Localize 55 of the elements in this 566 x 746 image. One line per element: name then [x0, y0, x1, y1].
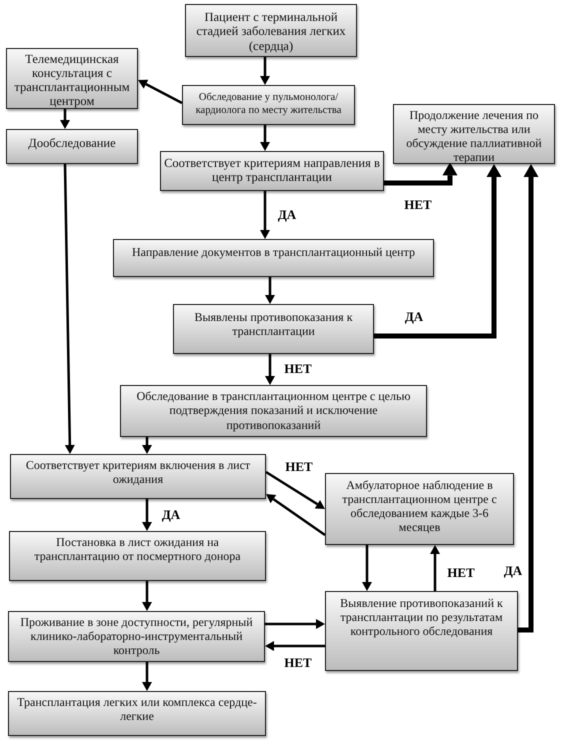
process-box: [173, 304, 374, 354]
box-text: Трансплантация легких или комплекса сердце-легкие: [16, 695, 258, 723]
arrow: [60, 109, 70, 129]
arrow: [260, 57, 270, 85]
process-box: [8, 691, 266, 736]
arrow: [142, 581, 152, 611]
arrow: [142, 662, 152, 691]
edge-label: ДА: [404, 310, 424, 324]
arrow: [265, 619, 325, 629]
arrow: [266, 494, 326, 536]
box-text: Амбулаторное наблюдение в трансплантационном центре с обследованием каждые 3-6 месяцев: [341, 478, 498, 534]
process-box: [393, 104, 555, 164]
arrow: [430, 545, 440, 591]
box-text: Проживание в зоне доступности, регулярный клинико-лабораторно-инструментальный контроль: [19, 615, 254, 657]
arrow: [260, 191, 270, 239]
arrow: [265, 641, 325, 651]
arrow: [265, 470, 325, 509]
edge-label: ДА: [160, 508, 182, 522]
arrow: [384, 162, 458, 186]
box-text: Постановка в лист ожидания на трансплантацию от посмертного донора: [33, 535, 242, 564]
process-box: [6, 48, 138, 109]
box-text: Соответствует критериям включения в лист ожидания: [24, 458, 252, 487]
arrow: [518, 164, 538, 632]
box-text: Телемедицинская консультация с трансплантационным центром: [13, 52, 131, 108]
edge-label: ДА: [276, 208, 298, 222]
arrow: [142, 437, 152, 454]
arrow: [362, 545, 372, 591]
box-text: Обследование в трансплантационном центре с целью подтверждения показаний и исключение противопоказаний: [136, 389, 412, 432]
process-box: [325, 473, 514, 545]
box-text: Продолжение лечения по месту жительства или обсуждение паллиативной терапии: [405, 108, 543, 164]
process-box: [120, 385, 427, 437]
process-box: [8, 611, 265, 662]
box-text: Выявлены противопоказания к трансплантации: [193, 310, 354, 338]
edge-label: ДА: [502, 564, 524, 578]
box-text: Соответствует критериям направления в центр трансплантации: [164, 156, 380, 185]
process-box: [185, 4, 357, 57]
process-box: [113, 239, 434, 277]
process-box: [182, 85, 355, 125]
arrow: [64, 164, 75, 454]
process-box: [325, 591, 518, 671]
arrow: [138, 80, 183, 104]
box-text: Выявление противопоказаний к трансплантации по результатам контрольного обследования: [339, 596, 504, 638]
process-box: [9, 531, 266, 581]
arrow: [265, 354, 275, 385]
box-text: Направление документов в трансплантационный центр: [132, 245, 415, 259]
box-text: Дообследование: [28, 136, 116, 150]
process-box: [6, 129, 138, 164]
process-box: [160, 151, 384, 191]
process-box: [10, 454, 266, 499]
arrow: [142, 499, 152, 531]
arrow: [265, 277, 275, 304]
arrow: [260, 125, 270, 151]
box-text: Пациент с терминальной стадией заболевания легких (сердца): [195, 10, 347, 53]
arrow: [374, 164, 502, 338]
box-text: Обследование у пульмонолога/кардиолога по месту жительства: [194, 92, 342, 117]
